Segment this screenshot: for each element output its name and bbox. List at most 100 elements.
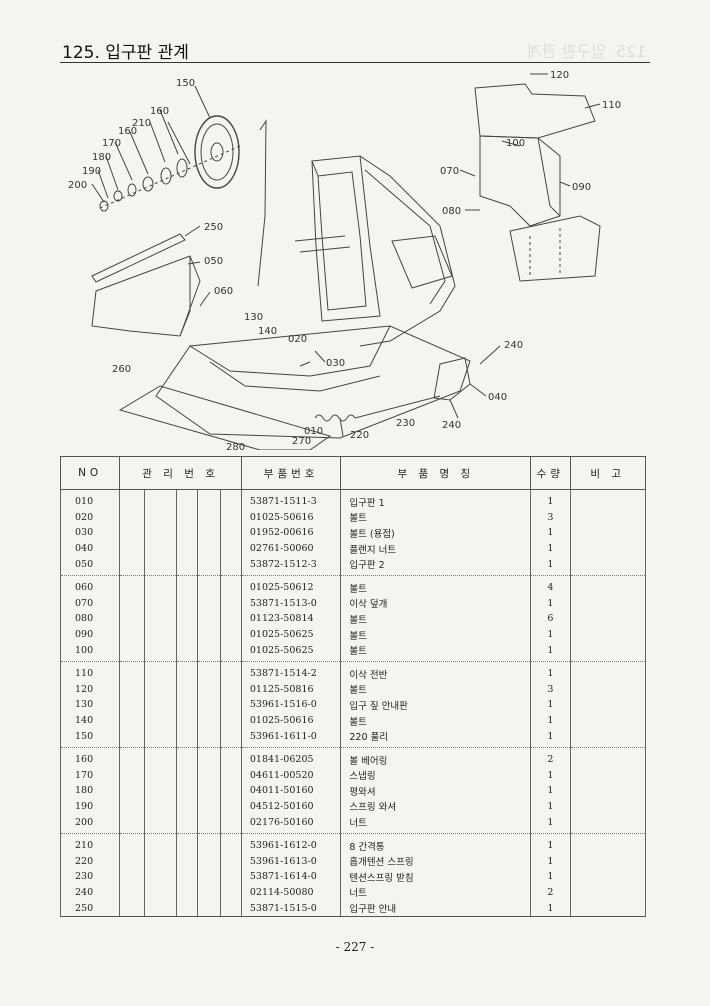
mgmt-cell [219,814,242,834]
mgmt-cell [219,626,242,643]
mgmt-cell [196,540,221,557]
part-name: 볼트 [340,575,532,596]
mgmt-cell [144,853,177,870]
table-header-row: NO 관 리 번 호 부품번호 부 품 명 칭 수량 비 고 [59,456,647,490]
quantity: 1 [530,853,571,870]
mgmt-cell [219,833,242,854]
mgmt-cell [219,540,242,557]
mgmt-cell [144,697,177,713]
mgmt-cell [196,525,221,541]
row-no: 030 [59,525,121,541]
mgmt-cell [175,884,198,901]
part-name: 볼트 [340,712,532,729]
mgmt-cell [144,575,177,596]
part-number: 53961-1613-0 [240,853,342,870]
mgmt-cell [175,681,198,698]
callout-220: 220 [350,430,369,441]
quantity: 1 [530,869,571,885]
mgmt-cell [196,509,221,526]
part-number: 02114-50080 [240,884,342,901]
mgmt-cell [175,728,198,748]
mgmt-cell [196,661,221,682]
mgmt-cell [196,798,221,815]
mgmt-cell [175,489,198,510]
quantity: 1 [530,489,571,510]
callout-200: 200 [68,180,87,191]
mgmt-cell [119,712,146,729]
mgmt-cell [119,525,146,541]
mgmt-cell [196,575,221,596]
col-header-mgmt: 관 리 번 호 [119,456,242,490]
part-name: 너트 [340,814,532,834]
callout-260: 260 [112,364,131,375]
remark-cell [569,489,647,510]
row-no: 050 [59,556,121,576]
callout-040: 040 [488,392,507,403]
mgmt-cell [119,869,146,885]
mgmt-cell [119,833,146,854]
mgmt-cell [219,712,242,729]
remark-cell [569,595,647,612]
mgmt-cell [196,747,221,768]
mgmt-cell [175,626,198,643]
callout-060: 060 [214,286,233,297]
page-number: - 227 - [335,940,375,954]
callout-020: 020 [288,334,307,345]
mgmt-cell [119,575,146,596]
quantity: 1 [530,697,571,713]
mgmt-cell [144,489,177,510]
row-no: 010 [59,489,121,510]
mgmt-cell [175,540,198,557]
mgmt-cell [119,814,146,834]
callout-130: 130 [244,312,263,323]
part-number: 53871-1511-3 [240,489,342,510]
mgmt-cell [119,853,146,870]
quantity: 1 [530,540,571,557]
mgmt-cell [119,798,146,815]
part-name: 입구판 2 [340,556,532,576]
mgmt-cell [175,556,198,576]
mgmt-cell [219,783,242,799]
mgmt-cell [219,525,242,541]
row-no: 180 [59,783,121,799]
callout-120: 120 [550,70,569,81]
callout-230: 230 [396,418,415,429]
mgmt-cell [144,814,177,834]
part-number: 04011-50160 [240,783,342,799]
mgmt-cell [175,767,198,784]
part-number: 01025-50625 [240,642,342,662]
part-name: 평와셔 [340,783,532,799]
part-number: 53871-1514-2 [240,661,342,682]
col-header-name: 부 품 명 칭 [340,456,532,490]
mgmt-cell [196,642,221,662]
mgmt-cell [144,728,177,748]
mgmt-cell [196,712,221,729]
mgmt-cell [144,509,177,526]
row-no: 220 [59,853,121,870]
title-rule [60,62,650,63]
mgmt-cell [119,783,146,799]
row-no: 200 [59,814,121,834]
mgmt-cell [144,747,177,768]
part-name: 이삭 덮개 [340,595,532,612]
mgmt-cell [219,798,242,815]
part-name: 플랜지 너트 [340,540,532,557]
quantity: 3 [530,509,571,526]
remark-cell [569,869,647,885]
bleed-through-title: 125. 입구판 관계 [526,42,646,61]
remark-cell [569,783,647,799]
remark-cell [569,814,647,834]
quantity: 1 [530,798,571,815]
part-name: 입구판 안내 [340,900,532,917]
part-name: 볼트 [340,509,532,526]
quantity: 1 [530,728,571,748]
part-name: 입구판 1 [340,489,532,510]
